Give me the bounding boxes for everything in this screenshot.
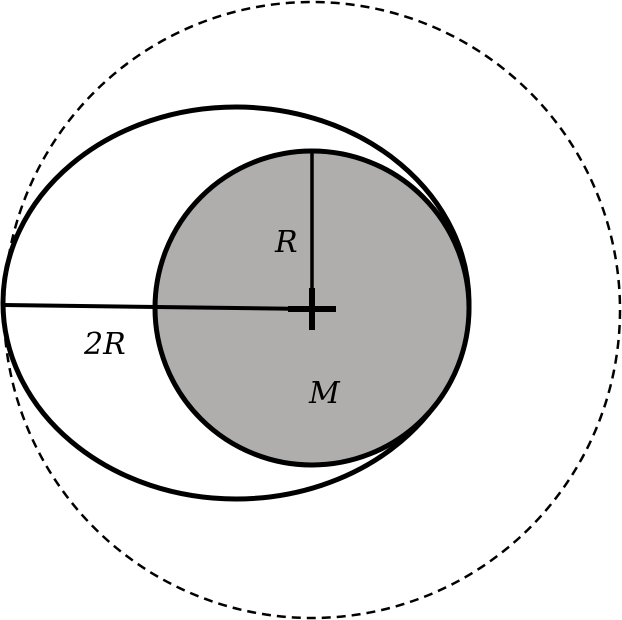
radius-label: R (274, 225, 298, 260)
center-cross-marker (288, 288, 336, 330)
double-radius-line (3, 303, 313, 311)
double-radius-label: 2R (83, 327, 126, 362)
mass-label: M (308, 376, 341, 411)
